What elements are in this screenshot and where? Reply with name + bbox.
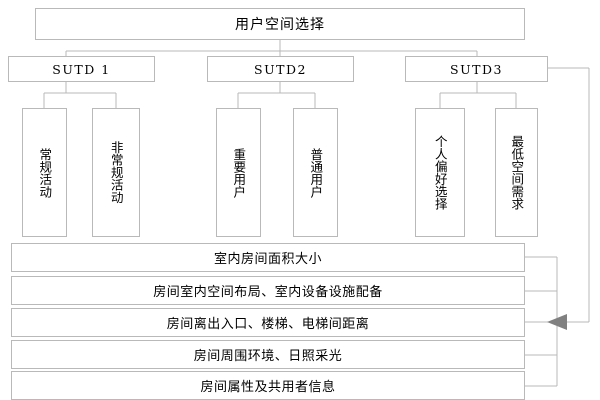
criteria-bar-distance-access-label: 房间离出入口、楼梯、电梯间距离: [166, 317, 370, 332]
criteria-bar-layout-equipment-label: 房间室内空间布局、室内设备设施配备: [153, 285, 383, 300]
leaf-box-irregular-activity[interactable]: 非常规活动: [92, 108, 140, 237]
leaf-box-minimum-space-need[interactable]: 最低空间需求: [495, 108, 538, 237]
sutd-box-1[interactable]: SUTD 1: [8, 56, 155, 82]
criteria-bar-layout-equipment[interactable]: 房间室内空间布局、室内设备设施配备: [11, 276, 525, 305]
sutd-box-1-label: SUTD 1: [52, 61, 111, 77]
leaf-box-important-user[interactable]: 重要用户: [216, 108, 261, 237]
leaf-box-personal-preference-label: 个人偏好选择: [432, 135, 448, 210]
leaf-box-minimum-space-need-label: 最低空间需求: [509, 135, 525, 210]
leaf-box-important-user-label: 重要用户: [231, 147, 247, 198]
criteria-bar-attributes-sharers-label: 房间属性及共用者信息: [200, 380, 336, 395]
leaf-box-irregular-activity-label: 非常规活动: [108, 141, 124, 204]
criteria-bar-room-area-label: 室内房间面积大小: [213, 252, 322, 267]
leaf-box-normal-user-label: 普通用户: [308, 147, 324, 198]
criteria-bar-distance-access[interactable]: 房间离出入口、楼梯、电梯间距离: [11, 308, 525, 337]
feedback-arrowhead: [547, 314, 567, 330]
leaf-box-normal-user[interactable]: 普通用户: [293, 108, 338, 237]
root-box-label: 用户空间选择: [235, 17, 325, 33]
sutd-box-3-label: SUTD3: [450, 61, 503, 77]
sutd-box-3[interactable]: SUTD3: [405, 56, 548, 82]
root-box-user-space-selection[interactable]: 用户空间选择: [35, 8, 525, 40]
criteria-bar-attributes-sharers[interactable]: 房间属性及共用者信息: [11, 371, 525, 400]
leaf-box-personal-preference[interactable]: 个人偏好选择: [415, 108, 465, 237]
criteria-bar-environment-daylight-label: 房间周围环境、日照采光: [193, 349, 343, 364]
criteria-bar-room-area[interactable]: 室内房间面积大小: [11, 243, 525, 272]
sutd-box-2[interactable]: SUTD2: [207, 56, 354, 82]
sutd-box-2-label: SUTD2: [254, 61, 307, 77]
criteria-bar-environment-daylight[interactable]: 房间周围环境、日照采光: [11, 340, 525, 369]
leaf-box-regular-activity[interactable]: 常规活动: [22, 108, 67, 237]
leaf-box-regular-activity-label: 常规活动: [37, 147, 53, 198]
